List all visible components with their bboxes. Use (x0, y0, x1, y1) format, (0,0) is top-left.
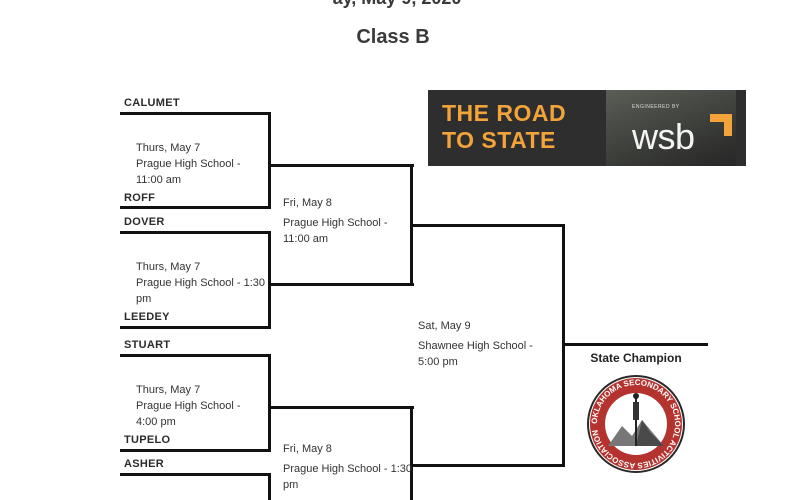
game-date: Fri, May 8 (283, 441, 412, 457)
team-stuart: STUART (124, 339, 170, 351)
bracket-line (120, 449, 271, 452)
game-site: Prague High School - (136, 398, 241, 414)
game-site: Shawnee High School - (418, 338, 533, 354)
bracket-line (268, 112, 271, 208)
game-info-r1-g1: Thurs, May 7 Prague High School - 11:00 … (136, 140, 241, 188)
champion-line (562, 343, 708, 346)
bracket-line (120, 112, 271, 115)
game-info-final: Sat, May 9 Shawnee High School - 5:00 pm (418, 318, 533, 370)
team-leedey: LEEDEY (124, 311, 170, 323)
state-champion-label: State Champion (576, 351, 696, 365)
game-info-r1-g3: Thurs, May 7 Prague High School - 4:00 p… (136, 382, 241, 430)
game-date: Thurs, May 7 (136, 382, 241, 398)
game-info-r2-g2: Fri, May 8 Prague High School - 1:30 pm (283, 441, 412, 493)
game-info-r1-g2: Thurs, May 7 Prague High School - 1:30 p… (136, 259, 265, 307)
team-tupelo: TUPELO (124, 434, 170, 446)
bracket-line (120, 231, 271, 234)
game-time: pm (283, 477, 412, 493)
bracket-line (268, 231, 271, 328)
bracket-line (410, 464, 565, 467)
bracket-line (120, 354, 271, 357)
bracket-line (268, 164, 414, 167)
team-calumet: CALUMET (124, 97, 180, 109)
team-asher: ASHER (124, 458, 164, 470)
game-time: 5:00 pm (418, 354, 533, 370)
road-to-state-banner: THE ROAD TO STATE ENGINEERED BY wsb (428, 90, 746, 166)
bracket-line (268, 406, 414, 409)
banner-line-2: TO STATE (442, 127, 612, 154)
wsb-logo-text: wsb (632, 116, 695, 158)
class-title: Class B (330, 26, 456, 49)
bracket-line (410, 224, 565, 227)
game-date: Thurs, May 7 (136, 259, 265, 275)
bracket-line (120, 473, 271, 476)
game-time: pm (136, 291, 265, 307)
game-time: 4:00 pm (136, 414, 241, 430)
game-site: Prague High School - (136, 156, 241, 172)
event-date-heading: ay, May 9, 2020 (312, 0, 482, 8)
wsb-arrow-icon (706, 110, 734, 138)
bracket-line (268, 473, 271, 500)
game-site: Prague High School - 1:30 (283, 461, 412, 477)
ossaa-logo-icon: OKLAHOMA SECONDARY SCHOOL ACTIVITIES ASS… (586, 374, 686, 474)
team-roff: ROFF (124, 192, 155, 204)
banner-headline: THE ROAD TO STATE (442, 100, 612, 154)
bracket-line (268, 354, 271, 451)
game-time: 11:00 am (283, 231, 388, 247)
game-date: Sat, May 9 (418, 318, 533, 334)
game-time: 11:00 am (136, 172, 241, 188)
game-site: Prague High School - 1:30 (136, 275, 265, 291)
bracket-line (120, 206, 271, 209)
banner-line-1: THE ROAD (442, 100, 612, 127)
game-date: Fri, May 8 (283, 195, 388, 211)
game-info-r2-g1: Fri, May 8 Prague High School - 11:00 am (283, 195, 388, 247)
bracket-line (120, 326, 271, 329)
game-date: Thurs, May 7 (136, 140, 241, 156)
bracket-line (268, 283, 414, 286)
engineered-by-label: ENGINEERED BY (632, 104, 680, 110)
game-site: Prague High School - (283, 215, 388, 231)
team-dover: DOVER (124, 216, 165, 228)
